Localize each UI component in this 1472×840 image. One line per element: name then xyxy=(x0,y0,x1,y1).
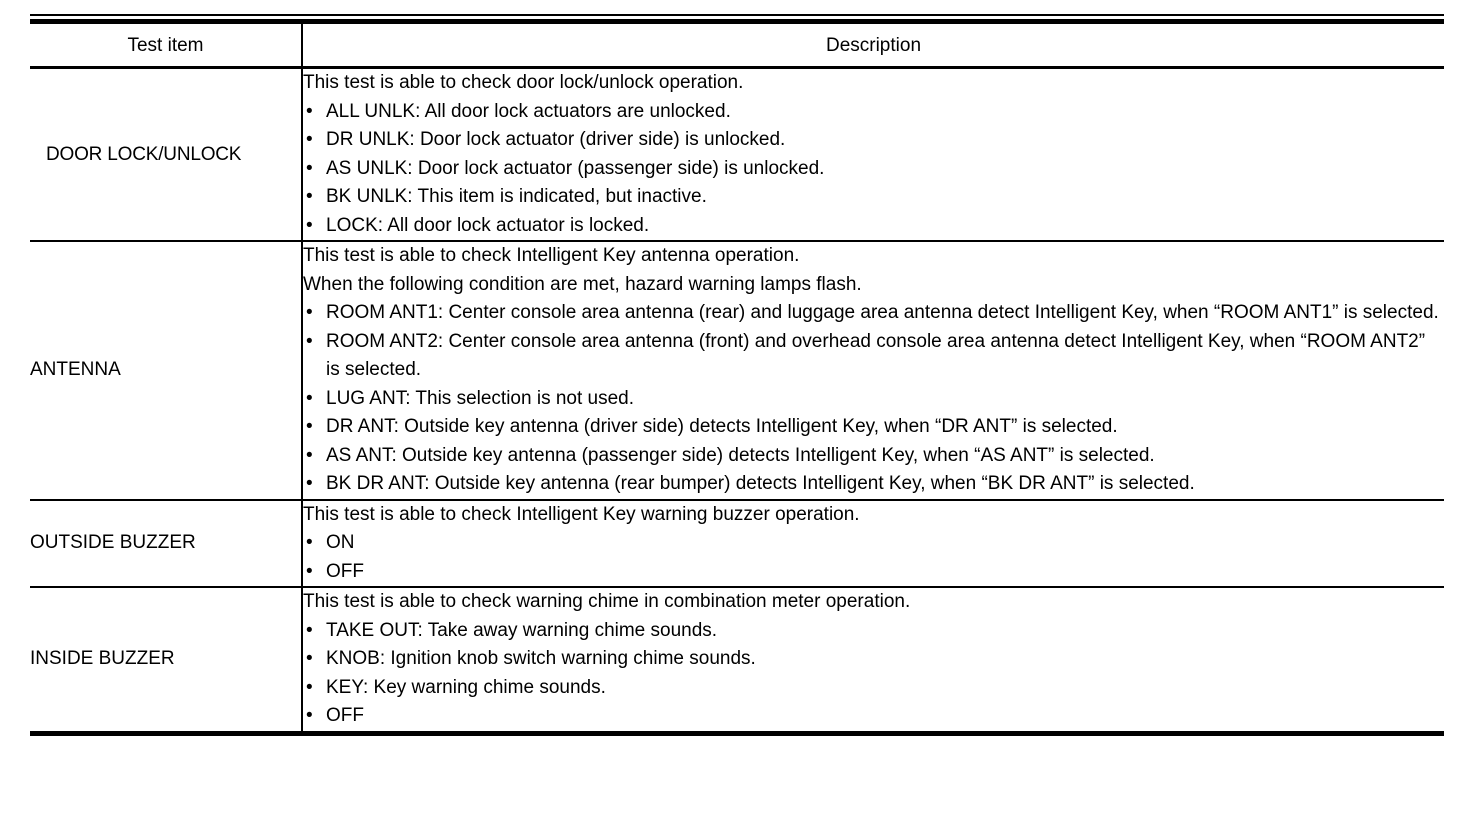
bullet-icon: • xyxy=(306,129,313,150)
bullet-icon: • xyxy=(306,302,313,323)
description-bullet-item: • ROOM ANT1: Center console area antenna … xyxy=(303,299,1444,328)
description-lead-line: When the following condition are met, ha… xyxy=(303,273,862,295)
bullet-text: AS ANT: Outside key antenna (passenger s… xyxy=(326,444,1155,466)
description-bullet-item: • BK UNLK: This item is indicated, but in… xyxy=(303,183,1444,212)
bullet-icon: • xyxy=(306,330,313,352)
bullet-text: KEY: Key warning chime sounds. xyxy=(326,676,606,698)
bullet-text: OFF xyxy=(326,705,364,726)
table-top-rule-outer xyxy=(30,14,1444,16)
description-bullet-item: • LUG ANT: This selection is not used. xyxy=(303,385,1444,414)
description-bullet-item: • OFF xyxy=(303,558,1444,587)
description-bullet-item: • TAKE OUT: Take away warning chime sound… xyxy=(303,617,1444,646)
description-bullet-item: • LOCK: All door lock actuator is locked. xyxy=(303,212,1444,241)
table-grid: Test item Description xyxy=(30,24,1444,66)
bullet-text: LUG ANT: This selection is not used. xyxy=(326,387,635,409)
bullet-text: ON xyxy=(326,532,355,553)
description-bullet-item: • AS ANT: Outside key antenna (passenger … xyxy=(303,442,1444,471)
bullet-text: OFF xyxy=(326,560,364,582)
description-bullet-item: • KNOB: Ignition knob switch warning chim… xyxy=(303,645,1444,674)
description-bullet-list: • ROOM ANT1: Center console area antenna … xyxy=(303,299,1444,499)
cell-description: This test is able to check door lock/unl… xyxy=(301,69,1444,242)
cell-test-item: INSIDE BUZZER xyxy=(30,648,175,670)
bullet-text: ROOM ANT1: Center console area antenna (… xyxy=(326,302,1439,323)
bullet-icon: • xyxy=(306,676,313,698)
description-lead-line: This test is able to check Intelligent K… xyxy=(303,245,800,266)
column-header-description: Description xyxy=(301,24,1444,66)
bullet-icon: • xyxy=(306,157,313,179)
bullet-icon: • xyxy=(306,619,313,641)
cell-test-item: OUTSIDE BUZZER xyxy=(30,499,302,588)
header-bottom-rule xyxy=(30,66,1444,69)
header-row: Test item Description xyxy=(30,24,1444,66)
cell-test-item: DOOR LOCK/UNLOCK xyxy=(30,69,302,242)
bullet-icon: • xyxy=(306,648,313,669)
bullet-icon: • xyxy=(306,186,313,207)
bullet-text: KNOB: Ignition knob switch warning chime… xyxy=(326,648,756,669)
description-bullet-item: • OFF xyxy=(303,702,1444,731)
cell-description: This test is able to check warning chime… xyxy=(301,587,1444,731)
description-bullet-item: • ALL UNLK: All door lock actuators are u… xyxy=(303,98,1444,127)
bullet-icon: • xyxy=(306,532,313,553)
description-bullet-list: • ON • OFF xyxy=(303,529,1444,586)
bullet-text: DR ANT: Outside key antenna (driver side… xyxy=(326,416,1118,437)
bullet-icon: • xyxy=(306,705,313,726)
description-bullet-item: • ON xyxy=(303,529,1444,558)
description-bullet-item: • DR UNLK: Door lock actuator (driver sid… xyxy=(303,126,1444,155)
cell-description: This test is able to check Intelligent K… xyxy=(301,241,1444,501)
bullet-icon: • xyxy=(306,100,313,122)
description-lead-line: This test is able to check door lock/unl… xyxy=(303,72,744,93)
cell-description: This test is able to check Intelligent K… xyxy=(301,499,1444,588)
bullet-icon: • xyxy=(306,387,313,409)
description-bullet-item: • KEY: Key warning chime sounds. xyxy=(303,674,1444,703)
description-lead-line: This test is able to check Intelligent K… xyxy=(303,503,860,525)
bullet-icon: • xyxy=(306,444,313,466)
bullet-text: BK UNLK: This item is indicated, but ina… xyxy=(326,186,707,207)
description-bullet-item: • ROOM ANT2: Center console area antenna … xyxy=(303,328,1444,385)
description-bullet-item: • BK DR ANT: Outside key antenna (rear bu… xyxy=(303,470,1444,499)
table-bottom-rule xyxy=(30,730,1444,736)
description-lead-line: This test is able to check warning chime… xyxy=(303,591,911,612)
bullet-text: ALL UNLK: All door lock actuators are un… xyxy=(326,100,731,122)
bullet-text: TAKE OUT: Take away warning chime sounds… xyxy=(326,619,718,641)
bullet-text: BK DR ANT: Outside key antenna (rear bum… xyxy=(326,473,1195,494)
bullet-text: AS UNLK: Door lock actuator (passenger s… xyxy=(326,157,825,179)
bullet-text: DR UNLK: Door lock actuator (driver side… xyxy=(326,129,786,150)
bullet-icon: • xyxy=(306,560,313,582)
cell-test-item: ANTENNA xyxy=(30,241,302,501)
bullet-text: ROOM ANT2: Center console area antenna (… xyxy=(326,330,1426,381)
bullet-text: LOCK: All door lock actuator is locked. xyxy=(326,214,650,236)
bullet-icon: • xyxy=(306,214,313,236)
bullet-icon: • xyxy=(306,473,313,494)
description-bullet-item: • DR ANT: Outside key antenna (driver sid… xyxy=(303,413,1444,442)
table-top-rule-inner xyxy=(30,19,1444,24)
table-header: Test item Description xyxy=(30,24,1444,66)
description-bullet-item: • AS UNLK: Door lock actuator (passenger … xyxy=(303,155,1444,184)
description-bullet-list: • TAKE OUT: Take away warning chime sound… xyxy=(303,617,1444,731)
column-header-test-item: Test item xyxy=(127,34,204,56)
bullet-icon: • xyxy=(306,416,313,437)
description-bullet-list: • ALL UNLK: All door lock actuators are u… xyxy=(303,98,1444,241)
table-row: INSIDE BUZZER This test is able to check … xyxy=(30,587,1444,731)
